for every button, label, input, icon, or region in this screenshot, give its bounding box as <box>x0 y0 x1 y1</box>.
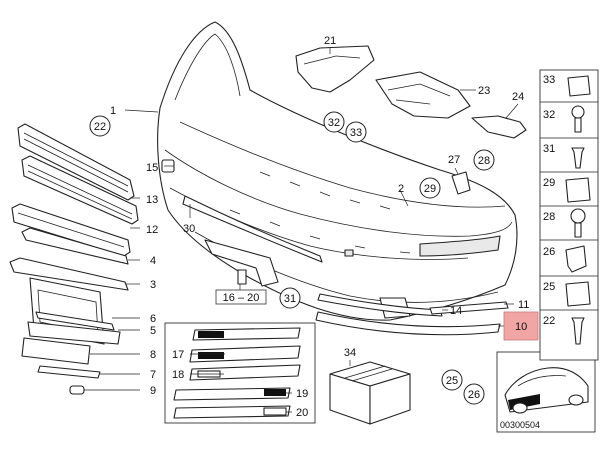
sidebar-label-6: 26 <box>543 246 555 258</box>
clip-nut-icon <box>565 281 591 307</box>
label-16-20: 16 – 20 <box>223 292 260 304</box>
label-24: 24 <box>512 91 524 103</box>
label-21: 21 <box>324 35 336 47</box>
label-12: 12 <box>146 224 158 236</box>
svg-text:33: 33 <box>350 127 362 139</box>
label-34: 34 <box>344 347 356 359</box>
sidebar-label-4: 29 <box>543 177 555 189</box>
sidebar-label-1: 33 <box>543 74 555 86</box>
strip-10 <box>315 311 501 336</box>
label-19: 19 <box>296 388 308 400</box>
bubble-33: 33 <box>345 121 367 143</box>
label-18: 18 <box>172 369 184 381</box>
label-11: 11 <box>518 299 529 311</box>
strip-14 <box>317 293 443 317</box>
clip-nut-icon <box>567 75 591 97</box>
label-17: 17 <box>172 349 184 361</box>
clip-nut-icon <box>565 177 591 203</box>
bubble-29: 29 <box>419 177 441 199</box>
screw-icon <box>571 105 585 133</box>
label-9: 9 <box>150 385 156 397</box>
upper-grille <box>17 123 135 201</box>
detail-panel-17-20 <box>164 322 316 424</box>
svg-text:31: 31 <box>284 293 296 305</box>
label-7: 7 <box>150 369 156 381</box>
screw-icon <box>570 208 586 238</box>
expanding-rivet-icon <box>571 317 585 345</box>
label-1: 1 <box>110 105 116 117</box>
label-27: 27 <box>448 154 460 166</box>
grille-4 <box>21 227 129 265</box>
label-3: 3 <box>150 279 156 291</box>
label-4: 4 <box>150 255 156 267</box>
svg-text:28: 28 <box>478 155 490 167</box>
svg-text:26: 26 <box>468 389 480 401</box>
bracket-5 <box>27 321 121 345</box>
sidebar-label-7: 25 <box>543 281 555 293</box>
package-34 <box>329 361 411 425</box>
label-13: 13 <box>146 194 158 206</box>
air-duct-23 <box>375 71 471 119</box>
bubble-32: 32 <box>323 111 345 133</box>
label-30: 30 <box>183 223 195 235</box>
strip-30 <box>182 195 323 263</box>
label-10: 10 <box>515 321 527 333</box>
sidebar-labels: 33 32 31 29 28 26 25 22 <box>543 74 555 327</box>
label-15: 15 <box>146 162 158 174</box>
bracket-clip-icon <box>565 245 587 273</box>
inset-code: 00300504 <box>500 420 540 430</box>
label-6: 6 <box>150 313 156 325</box>
label-23: 23 <box>478 85 490 97</box>
fastener-sidebar <box>539 69 599 361</box>
bubble-25: 25 <box>441 369 463 391</box>
sidebar-label-3: 31 <box>543 143 555 155</box>
strip-11 <box>429 301 509 315</box>
grille-13 <box>21 155 139 225</box>
trim-strip-6 <box>35 311 115 331</box>
bracket-16-20 <box>204 239 279 287</box>
sidebar-label-8: 22 <box>543 315 555 327</box>
svg-text:32: 32 <box>328 117 340 129</box>
svg-text:22: 22 <box>94 121 106 133</box>
bubble-28: 28 <box>473 149 495 171</box>
label-8: 8 <box>150 349 156 361</box>
label-2: 2 <box>398 183 404 195</box>
strip-7 <box>37 365 101 379</box>
leader-lines <box>84 48 519 413</box>
label-20: 20 <box>296 407 308 419</box>
svg-text:29: 29 <box>424 183 436 195</box>
expanding-rivet-icon <box>571 147 585 169</box>
circled-labels: 22 32 33 28 29 31 25 26 <box>89 111 495 405</box>
bubble-26: 26 <box>463 383 485 405</box>
bracket-24 <box>471 115 527 139</box>
car-inset <box>496 351 596 433</box>
clip-9 <box>69 385 85 395</box>
sidebar-label-5: 28 <box>543 211 555 223</box>
label-16-20-frame <box>215 289 267 305</box>
grille-12 <box>11 203 131 257</box>
clip-27 <box>451 171 471 195</box>
sidebar-frame <box>539 69 599 361</box>
plate-8 <box>21 337 91 365</box>
label-5: 5 <box>150 325 156 337</box>
bubble-31: 31 <box>279 287 301 309</box>
part-labels: 1 2 3 4 5 6 7 8 9 10 11 12 13 14 15 16 –… <box>110 35 529 419</box>
sidebar-label-2: 32 <box>543 109 555 121</box>
bracket-21 <box>295 45 375 93</box>
svg-text:25: 25 <box>446 375 458 387</box>
highlight-box-10[interactable] <box>503 311 539 341</box>
label-14: 14 <box>450 305 462 317</box>
bubble-22: 22 <box>89 115 111 137</box>
